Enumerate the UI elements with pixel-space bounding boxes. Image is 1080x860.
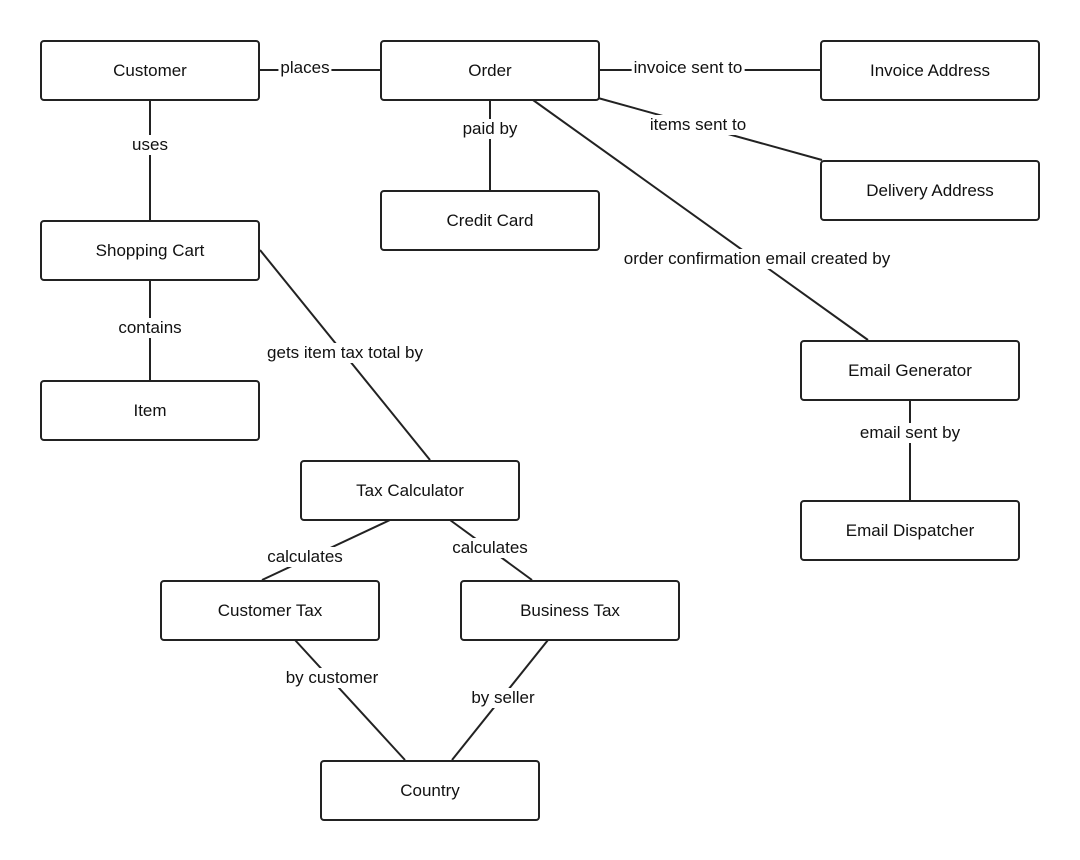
entity-country: Country [320, 760, 540, 821]
relation-calculates-customer-label: calculates [265, 547, 345, 567]
relation-places-label: places [278, 58, 332, 78]
entity-business-tax-label: Business Tax [520, 600, 620, 620]
relation-gets-item-tax-total-by-label: gets item tax total by [265, 343, 425, 363]
relation-invoice-sent-to-label: invoice sent to [631, 58, 745, 78]
relation-order-confirmation-label: order confirmation email created by [621, 249, 893, 269]
entity-business-tax: Business Tax [460, 580, 680, 641]
entity-shopping-cart: Shopping Cart [40, 220, 260, 281]
entity-delivery-address-label: Delivery Address [866, 180, 994, 200]
entity-customer-label: Customer [113, 60, 187, 80]
entity-email-generator-label: Email Generator [848, 360, 972, 380]
entity-email-dispatcher: Email Dispatcher [800, 500, 1020, 561]
entity-credit-card-label: Credit Card [446, 210, 534, 230]
entity-invoice-address-label: Invoice Address [869, 60, 990, 80]
entity-delivery-address: Delivery Address [820, 160, 1040, 221]
entity-order-label: Order [468, 60, 512, 80]
entity-tax-calculator-label: Tax Calculator [356, 480, 464, 500]
entity-item: Item [40, 380, 260, 441]
entity-email-dispatcher-label: Email Dispatcher [845, 520, 975, 540]
entity-customer: Customer [40, 40, 260, 101]
entity-country-label: Country [400, 780, 460, 800]
edge-order-email-generator [532, 99, 869, 341]
relation-contains-label: contains [116, 318, 184, 338]
entity-tax-calculator: Tax Calculator [300, 460, 520, 521]
entity-credit-card: Credit Card [380, 190, 600, 251]
edge-customer-tax-country [294, 639, 406, 761]
relation-paid-by-label: paid by [460, 119, 520, 139]
entity-shopping-cart-label: Shopping Cart [95, 240, 205, 260]
relation-calculates-business-label: calculates [450, 538, 530, 558]
entity-item-label: Item [133, 400, 167, 420]
relation-items-sent-to-label: items sent to [647, 115, 749, 135]
entity-customer-tax-label: Customer Tax [217, 600, 323, 620]
relation-email-sent-by-label: email sent by [857, 423, 963, 443]
entity-order: Order [380, 40, 600, 101]
relation-uses-label: uses [130, 135, 170, 155]
entity-email-generator: Email Generator [800, 340, 1020, 401]
relation-by-seller-label: by seller [469, 688, 537, 708]
entity-invoice-address: Invoice Address [820, 40, 1040, 101]
entity-customer-tax: Customer Tax [160, 580, 380, 641]
relation-by-customer-label: by customer [283, 668, 381, 688]
